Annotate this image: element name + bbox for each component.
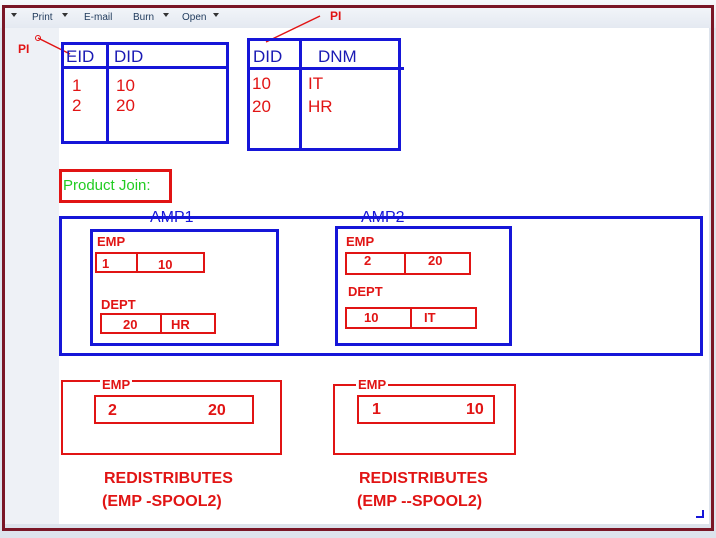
dept-header-did: DID bbox=[253, 47, 283, 66]
drawing-canvas bbox=[59, 28, 709, 524]
amp2-dept-dnm: IT bbox=[424, 310, 436, 325]
spool2-did: 10 bbox=[466, 401, 484, 418]
print-label: Print bbox=[32, 12, 53, 23]
emp-cell: 20 bbox=[116, 96, 135, 115]
pi-left-label: PI bbox=[18, 42, 30, 56]
spool1-did: 20 bbox=[208, 402, 226, 419]
amp2-emp-eid: 2 bbox=[364, 253, 372, 268]
amp1-dept-row-divider bbox=[160, 314, 162, 333]
amp1-emp-eid: 1 bbox=[102, 256, 110, 271]
spool1-box bbox=[61, 380, 282, 455]
spool2-box bbox=[333, 384, 516, 455]
spool1-caption-line1: REDISTRIBUTES bbox=[104, 470, 233, 487]
amp1-box bbox=[90, 229, 279, 346]
burn-label: Burn bbox=[133, 12, 155, 23]
amp2-emp-row bbox=[345, 252, 471, 275]
emp-cell: 10 bbox=[116, 76, 135, 95]
spool1-caption-line2: (EMP -SPOOL2) bbox=[102, 493, 222, 510]
amp1-emp-row-divider bbox=[136, 253, 138, 272]
pi-left-pointer bbox=[37, 37, 71, 55]
spool2-eid: 1 bbox=[372, 401, 381, 418]
left-gutter bbox=[5, 28, 59, 524]
spool2-caption-line1: REDISTRIBUTES bbox=[359, 470, 488, 487]
pi-left-dot bbox=[35, 35, 41, 41]
amp1-dept-dnm: HR bbox=[171, 317, 190, 332]
open-label: Open bbox=[182, 12, 207, 23]
amp1-label: AMP1 bbox=[150, 209, 194, 226]
emp-table-header-rule bbox=[61, 66, 229, 69]
emp-cell: 2 bbox=[72, 96, 82, 115]
amp2-dept-label: DEPT bbox=[348, 284, 383, 299]
amp1-emp-label: EMP bbox=[97, 234, 126, 249]
open-button[interactable]: Open bbox=[182, 12, 206, 23]
product-join-box bbox=[59, 169, 172, 203]
toolbar-menu-arrow-icon[interactable] bbox=[11, 13, 17, 17]
spool2-caption-line2: (EMP --SPOOL2) bbox=[357, 493, 483, 510]
dept-table-header-rule bbox=[247, 67, 404, 70]
spool1-emp-label: EMP bbox=[100, 377, 133, 392]
amp1-dept-did: 20 bbox=[123, 317, 138, 332]
amp2-emp-label: EMP bbox=[346, 234, 375, 249]
dept-cell: 20 bbox=[252, 97, 271, 116]
print-dropdown-icon[interactable] bbox=[62, 13, 68, 17]
spool2-emp-label: EMP bbox=[356, 377, 389, 392]
dept-cell: IT bbox=[308, 74, 324, 93]
emp-table-column-rule bbox=[106, 42, 109, 144]
email-button[interactable]: E-mail bbox=[84, 12, 112, 23]
print-button[interactable]: Print bbox=[32, 12, 53, 23]
dept-cell: HR bbox=[308, 97, 333, 116]
emp-header-eid: EID bbox=[66, 47, 95, 66]
open-dropdown-icon[interactable] bbox=[213, 13, 219, 17]
pi-top-pointer bbox=[265, 15, 321, 43]
pi-top-label: PI bbox=[330, 9, 342, 23]
product-join-label: Product Join: bbox=[63, 177, 151, 194]
amp2-box bbox=[335, 226, 512, 346]
dept-table-column-rule bbox=[299, 38, 302, 151]
spool1-eid: 2 bbox=[108, 402, 117, 419]
emp-cell: 1 bbox=[72, 76, 82, 95]
amp2-dept-did: 10 bbox=[364, 310, 379, 325]
email-label: E-mail bbox=[84, 12, 113, 23]
resize-corner-icon[interactable] bbox=[696, 510, 704, 518]
amp1-dept-row bbox=[100, 313, 216, 334]
emp-header-did: DID bbox=[114, 47, 144, 66]
dept-cell: 10 bbox=[252, 74, 271, 93]
window-frame bbox=[2, 5, 714, 531]
amp2-emp-row-divider bbox=[404, 253, 406, 274]
amp2-dept-row-divider bbox=[410, 308, 412, 328]
spool2-row bbox=[357, 395, 495, 424]
amp-container bbox=[59, 216, 703, 356]
burn-dropdown-icon[interactable] bbox=[163, 13, 169, 17]
spool1-row bbox=[94, 395, 254, 424]
amp1-dept-label: DEPT bbox=[101, 297, 136, 312]
amp1-emp-row bbox=[95, 252, 205, 273]
burn-button[interactable]: Burn bbox=[133, 12, 154, 23]
amp2-label: AMP2 bbox=[361, 209, 405, 226]
dept-header-dnm: DNM bbox=[318, 47, 357, 66]
toolbar: Print E-mail Burn Open bbox=[0, 0, 716, 28]
dept-table bbox=[247, 38, 401, 151]
amp1-emp-did: 10 bbox=[158, 257, 173, 272]
amp2-emp-did: 20 bbox=[428, 253, 443, 268]
emp-table bbox=[61, 42, 229, 144]
